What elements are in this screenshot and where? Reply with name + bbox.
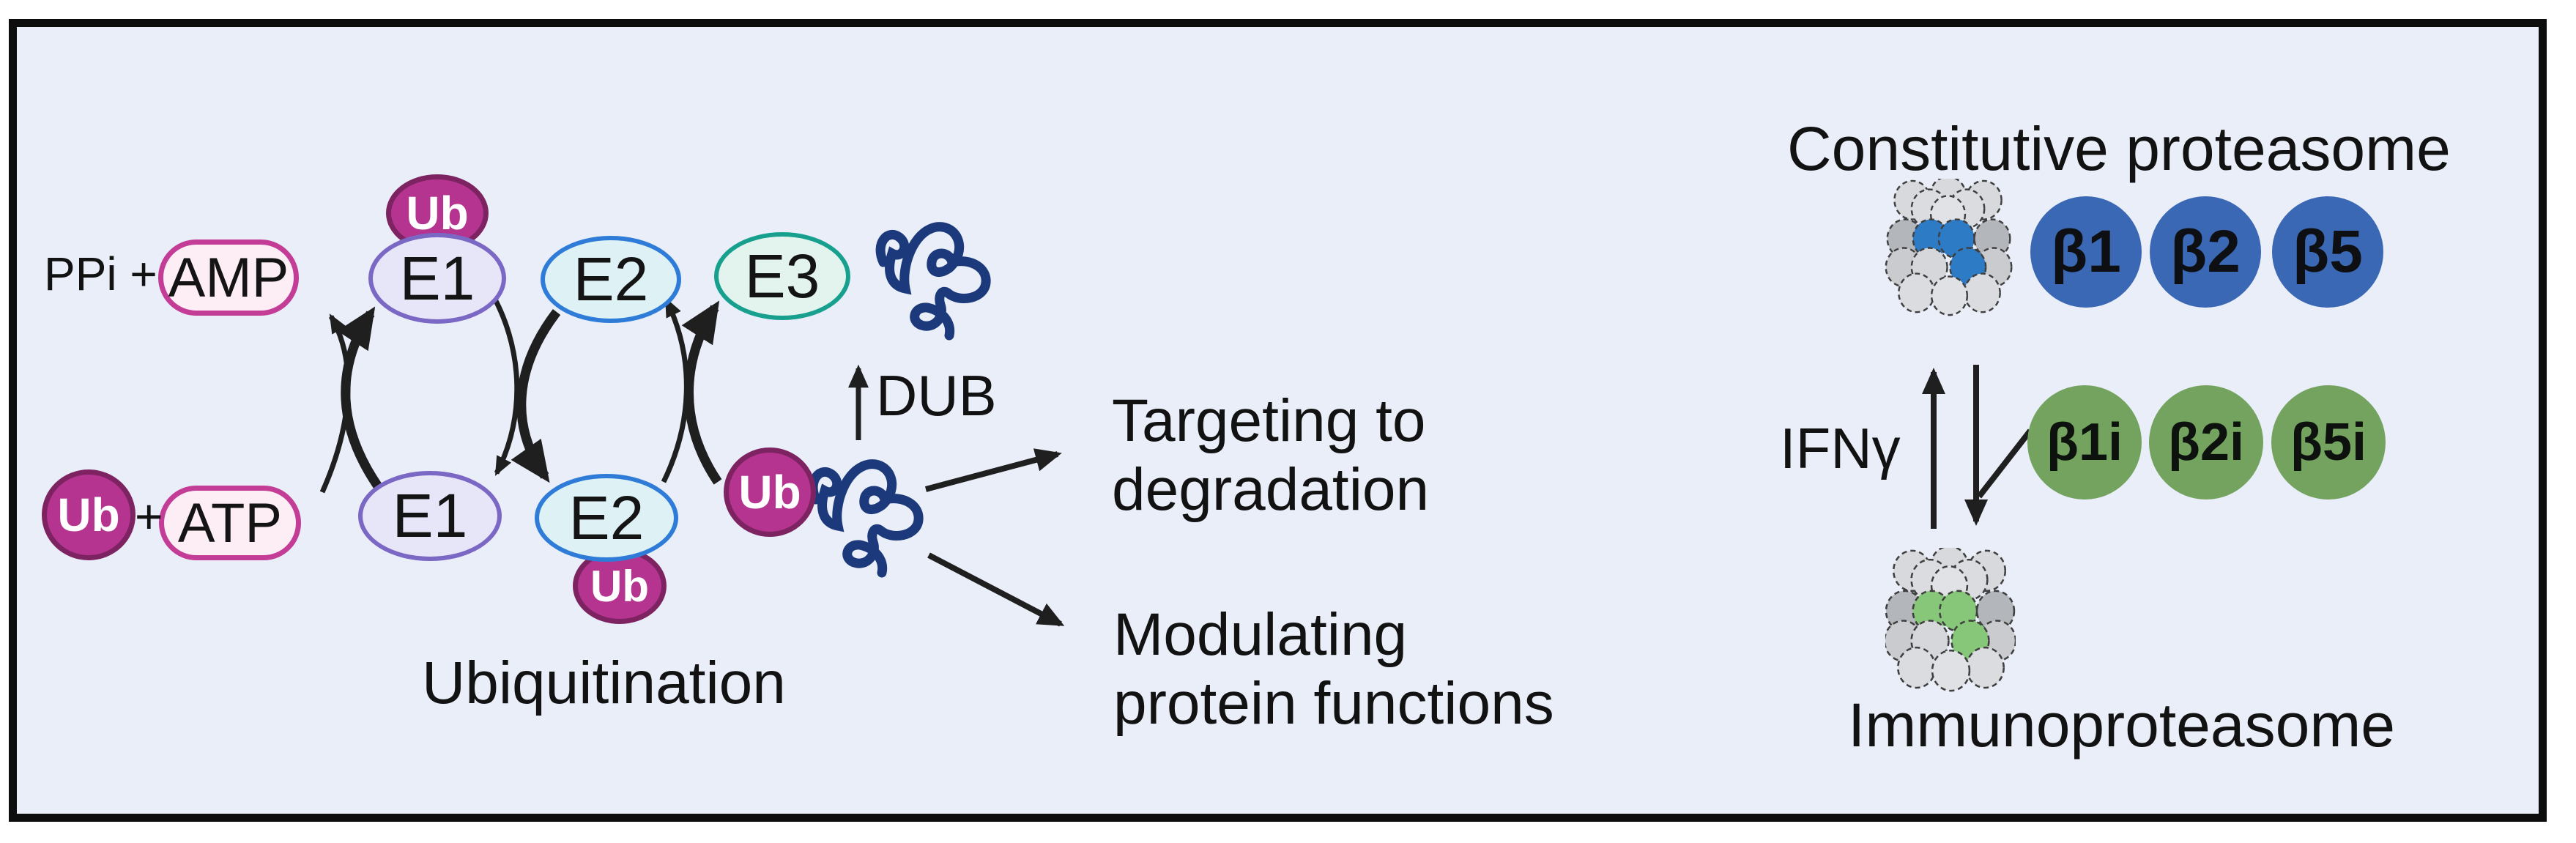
beta5-subunit: β5 bbox=[2272, 196, 2383, 308]
ub-label: Ub bbox=[406, 187, 469, 239]
modulating-line1: Modulating bbox=[1113, 601, 1408, 668]
e2-label: E2 bbox=[568, 483, 645, 552]
ifn-gamma-label: IFNγ bbox=[1780, 416, 1901, 480]
e1-label: E1 bbox=[399, 243, 475, 313]
beta5-label: β5 bbox=[2293, 218, 2363, 285]
degradation-line1: Targeting to bbox=[1112, 387, 1426, 454]
beta2-label: β2 bbox=[2170, 218, 2241, 285]
beta2i-subunit: β2i bbox=[2149, 385, 2263, 500]
modulating-outcome: Modulating protein functions bbox=[1113, 601, 1554, 739]
e2-label: E2 bbox=[573, 245, 649, 313]
e1-label: E1 bbox=[392, 481, 468, 550]
amp-label: AMP bbox=[168, 246, 289, 309]
e3-enzyme: E3 bbox=[714, 232, 850, 320]
degradation-outcome: Targeting to degradation bbox=[1112, 387, 1429, 525]
e2-enzyme-bottom: E2 bbox=[535, 474, 678, 562]
immunoproteasome-title: Immunoproteasome bbox=[1848, 691, 2396, 760]
beta1i-subunit: β1i bbox=[2027, 385, 2142, 500]
ub-label: Ub bbox=[738, 466, 801, 519]
ub-label: Ub bbox=[590, 561, 649, 611]
beta1-label: β1 bbox=[2051, 218, 2121, 285]
ubiquitin-on-substrate: Ub bbox=[724, 448, 816, 537]
beta2i-label: β2i bbox=[2168, 413, 2244, 472]
ppi-label: PPi + bbox=[44, 248, 157, 300]
e1-enzyme-top: E1 bbox=[368, 233, 506, 324]
e3-label: E3 bbox=[744, 241, 820, 311]
ubiquitination-title: Ubiquitination bbox=[422, 650, 786, 716]
degradation-line2: degradation bbox=[1112, 456, 1430, 524]
beta2-subunit: β2 bbox=[2150, 196, 2261, 308]
atp-label: ATP bbox=[177, 491, 283, 554]
amp-molecule: AMP bbox=[158, 239, 299, 316]
modulating-line2: protein functions bbox=[1113, 670, 1554, 738]
beta5i-label: β5i bbox=[2290, 413, 2367, 472]
beta1-subunit: β1 bbox=[2030, 196, 2142, 308]
plus-sign: + bbox=[135, 489, 163, 543]
atp-molecule: ATP bbox=[159, 486, 301, 560]
ub-label: Ub bbox=[57, 489, 120, 541]
e2-enzyme-top: E2 bbox=[541, 236, 681, 323]
dub-label: DUB bbox=[876, 363, 997, 428]
beta5i-subunit: β5i bbox=[2271, 385, 2386, 500]
e1-enzyme-bottom: E1 bbox=[358, 471, 502, 561]
beta1i-label: β1i bbox=[2046, 413, 2123, 472]
constitutive-proteasome-title: Constitutive proteasome bbox=[1787, 114, 2451, 183]
free-ubiquitin: Ub bbox=[42, 469, 136, 560]
